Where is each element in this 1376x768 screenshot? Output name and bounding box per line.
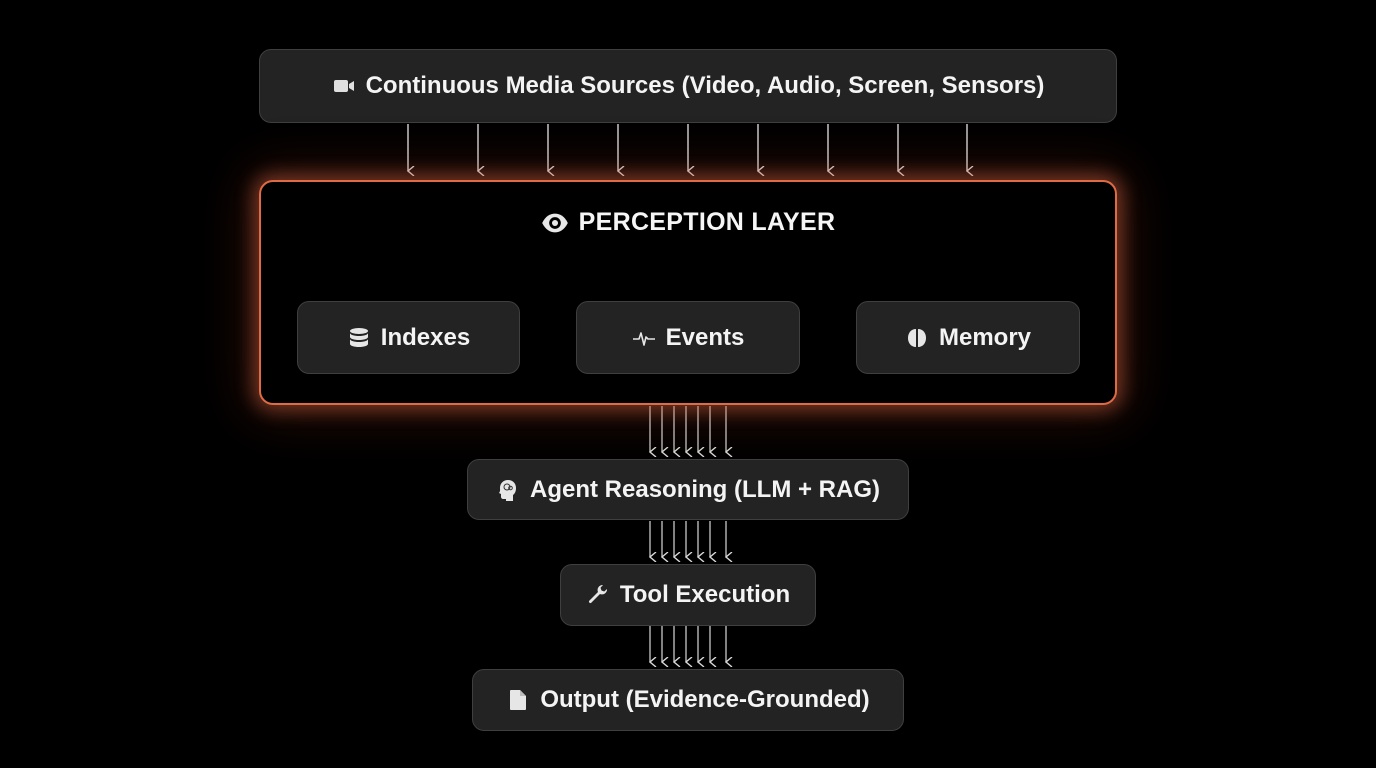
output-node: Output (Evidence-Grounded) <box>472 669 904 731</box>
media-sources-node: Continuous Media Sources (Video, Audio, … <box>259 49 1117 123</box>
brain-icon <box>905 326 929 350</box>
tool-execution-label: Tool Execution <box>619 581 791 608</box>
agent-reasoning-label: Agent Reasoning (LLM + RAG) <box>530 475 880 503</box>
memory-node: Memory <box>856 301 1080 374</box>
pulse-icon <box>632 326 656 350</box>
tool-execution-node: Tool Execution <box>560 564 816 626</box>
events-label: Events <box>665 323 745 351</box>
agent-reasoning-node: Agent Reasoning (LLM + RAG) <box>467 459 909 520</box>
head-brain-icon <box>496 478 520 502</box>
document-icon <box>506 688 530 712</box>
events-node: Events <box>576 301 800 374</box>
perception-title-text: PERCEPTION LAYER <box>578 208 836 236</box>
memory-label: Memory <box>938 323 1032 351</box>
indexes-label: Indexes <box>380 323 471 351</box>
eye-icon <box>541 213 568 232</box>
output-label: Output (Evidence-Grounded) <box>540 686 870 713</box>
media-sources-label: Continuous Media Sources (Video, Audio, … <box>365 72 1045 99</box>
video-camera-icon <box>332 74 356 98</box>
perception-title: PERCEPTION LAYER <box>261 208 1115 237</box>
wrench-icon <box>586 583 610 607</box>
indexes-node: Indexes <box>297 301 520 374</box>
database-icon <box>347 326 371 350</box>
